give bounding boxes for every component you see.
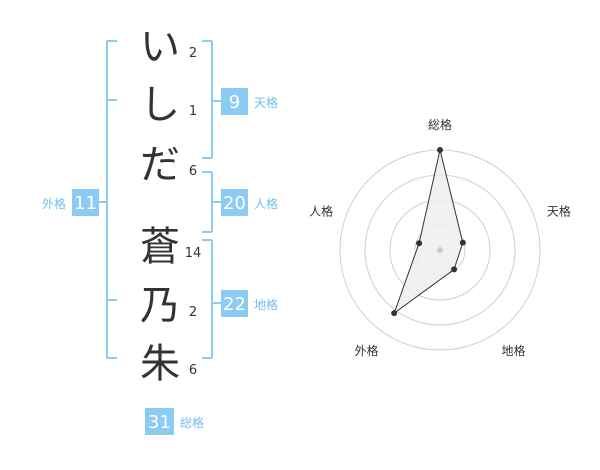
tenkaku-value: 9 bbox=[229, 92, 240, 113]
radar-point bbox=[391, 310, 398, 317]
name-character: 朱 bbox=[140, 341, 180, 387]
radar-center-dot bbox=[437, 247, 443, 253]
jinkaku-label: 人格 bbox=[254, 196, 278, 211]
chikaku-badge bbox=[221, 290, 248, 317]
radar-axis-label: 人格 bbox=[309, 203, 333, 218]
stroke-count: 1 bbox=[189, 104, 197, 119]
gaikaku-badge bbox=[72, 189, 99, 216]
jinkaku-group: 20 人格 bbox=[221, 189, 278, 216]
gaikaku-label: 外格 bbox=[42, 196, 66, 211]
gaikaku-value: 11 bbox=[74, 193, 97, 214]
radar-point bbox=[459, 239, 466, 246]
radar-axis-label: 外格 bbox=[355, 343, 379, 358]
radar-axis-label: 地格 bbox=[501, 343, 525, 358]
radar-point bbox=[437, 147, 443, 153]
name-character: 乃 bbox=[140, 283, 180, 329]
stroke-count: 2 bbox=[189, 46, 197, 61]
stroke-count: 6 bbox=[189, 164, 197, 179]
stroke-count: 6 bbox=[189, 363, 197, 378]
tenkaku-group: 9 天格 bbox=[221, 88, 278, 115]
name-character: 蒼 bbox=[140, 224, 180, 270]
name-character: い bbox=[140, 24, 180, 70]
gaikaku-group: 11 外格 bbox=[42, 189, 99, 216]
stroke-count: 14 bbox=[185, 246, 202, 261]
bracket-lines bbox=[99, 40, 221, 359]
tenkaku-badge bbox=[221, 88, 248, 115]
radar-axis-label: 総格 bbox=[428, 117, 452, 132]
chikaku-group: 22 地格 bbox=[221, 290, 278, 317]
stroke-count: 2 bbox=[189, 305, 197, 320]
radar-axis-label: 天格 bbox=[547, 203, 571, 218]
radar-data-polygon bbox=[393, 149, 464, 315]
tenkaku-label: 天格 bbox=[254, 95, 278, 110]
soukaku-badge bbox=[145, 408, 174, 435]
jinkaku-value: 20 bbox=[223, 193, 246, 214]
soukaku-value: 31 bbox=[148, 412, 171, 433]
radar-points bbox=[391, 147, 466, 317]
name-character: し bbox=[140, 82, 180, 128]
soukaku-label: 総格 bbox=[180, 415, 204, 430]
radar-point bbox=[416, 240, 423, 247]
soukaku-group: 31 総格 bbox=[145, 408, 204, 435]
radar-point bbox=[451, 266, 458, 273]
chikaku-value: 22 bbox=[223, 294, 246, 315]
chikaku-label: 地格 bbox=[254, 297, 278, 312]
jinkaku-badge bbox=[221, 189, 248, 216]
name-character: だ bbox=[140, 142, 180, 188]
